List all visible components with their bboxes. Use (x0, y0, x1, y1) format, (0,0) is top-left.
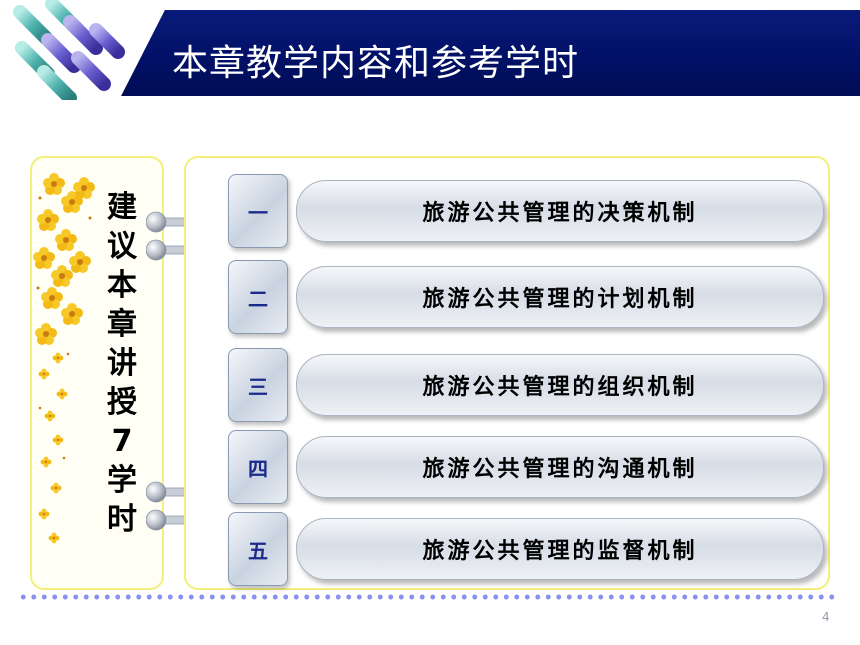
item-number-badge: 二 (228, 260, 288, 334)
page-number: 4 (822, 610, 830, 624)
side-note-panel: 建 议 本 章 讲 授 7 学 时 (30, 156, 164, 590)
item-label-box: 旅游公共管理的决策机制 (296, 180, 824, 242)
side-note-text: 建 议 本 章 讲 授 7 学 时 (102, 188, 142, 539)
item-number: 一 (248, 200, 268, 225)
list-item: 四 旅游公共管理的沟通机制 (226, 428, 826, 504)
item-number-badge: 三 (228, 348, 288, 422)
side-note-char: 7 (111, 424, 133, 459)
item-number: 四 (248, 456, 268, 481)
slide-header: 本章教学内容和参考学时 (0, 0, 860, 100)
item-number: 三 (248, 374, 268, 399)
item-label: 旅游公共管理的监督机制 (422, 538, 698, 564)
list-item: 一 旅游公共管理的决策机制 (226, 172, 826, 248)
side-note-char: 章 (107, 307, 137, 342)
side-note-char: 讲 (107, 346, 137, 381)
list-item: 三 旅游公共管理的组织机制 (226, 346, 826, 422)
item-label-box: 旅游公共管理的组织机制 (296, 354, 824, 416)
item-number: 五 (248, 538, 268, 563)
list-item: 二 旅游公共管理的计划机制 (226, 258, 826, 334)
cylinder-pattern-logo (13, 0, 125, 100)
side-note-char: 时 (107, 502, 137, 537)
item-number-badge: 五 (228, 512, 288, 586)
item-label-box: 旅游公共管理的监督机制 (296, 518, 824, 580)
side-note-char: 学 (107, 463, 137, 498)
item-label-box: 旅游公共管理的计划机制 (296, 266, 824, 328)
dotted-separator (18, 592, 838, 602)
item-label: 旅游公共管理的组织机制 (422, 374, 698, 400)
item-label: 旅游公共管理的沟通机制 (422, 456, 698, 482)
side-note-char: 授 (107, 385, 137, 420)
side-note-char: 建 (107, 190, 137, 225)
item-number: 二 (248, 286, 268, 311)
list-item: 五 旅游公共管理的监督机制 (226, 510, 826, 586)
side-note-char: 议 (107, 229, 137, 264)
slide-title: 本章教学内容和参考学时 (172, 43, 580, 84)
item-number-badge: 四 (228, 430, 288, 504)
yellow-flowers-decoration (33, 173, 95, 544)
item-number-badge: 一 (228, 174, 288, 248)
item-label-box: 旅游公共管理的沟通机制 (296, 436, 824, 498)
item-label: 旅游公共管理的决策机制 (422, 200, 698, 226)
side-note-char: 本 (107, 268, 137, 303)
item-label: 旅游公共管理的计划机制 (422, 286, 698, 312)
